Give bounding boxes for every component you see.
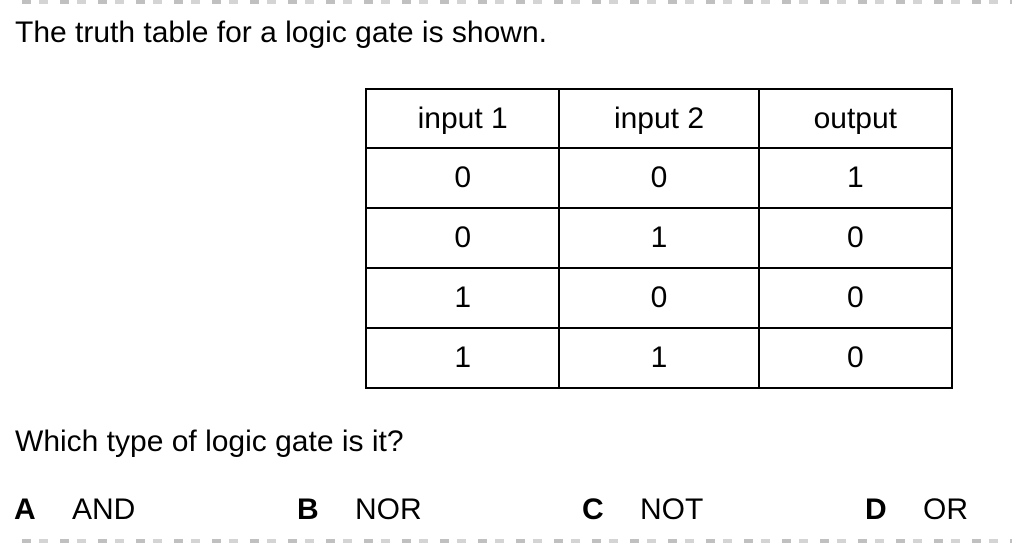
question-prompt-text: Which type of logic gate is it? <box>15 425 404 458</box>
truth-table-header-input1: input 1 <box>364 88 561 149</box>
option-b-label: NOR <box>355 493 422 526</box>
option-d-letter: D <box>865 493 887 526</box>
table-cell: 0 <box>558 147 760 209</box>
option-a-label: AND <box>72 493 136 526</box>
table-cell: 0 <box>558 267 760 329</box>
table-cell: 1 <box>364 327 561 389</box>
table-row: 1 1 0 <box>364 327 954 389</box>
table-row: 0 1 0 <box>364 207 954 269</box>
option-b: B NOR <box>297 493 422 527</box>
table-cell: 1 <box>757 147 954 209</box>
table-cell: 0 <box>364 147 561 209</box>
table-cell: 1 <box>558 207 760 269</box>
table-cell: 1 <box>364 267 561 329</box>
cropped-text-remnant-bottom <box>22 539 1012 543</box>
truth-table-header-output: output <box>757 88 954 149</box>
table-cell: 0 <box>757 207 954 269</box>
truth-table-header-input2: input 2 <box>558 88 760 149</box>
table-row: 0 0 1 <box>364 147 954 209</box>
option-d: D OR <box>865 493 968 527</box>
option-c: C NOT <box>582 493 703 527</box>
option-c-label: NOT <box>640 493 704 526</box>
question-intro-text: The truth table for a logic gate is show… <box>15 16 547 49</box>
table-cell: 0 <box>364 207 561 269</box>
option-d-label: OR <box>923 493 968 526</box>
table-cell: 1 <box>558 327 760 389</box>
option-c-letter: C <box>582 493 604 526</box>
table-cell: 0 <box>757 327 954 389</box>
cropped-text-remnant-top <box>22 0 1012 4</box>
truth-table-header-row: input 1 input 2 output <box>364 88 954 149</box>
option-b-letter: B <box>297 493 319 526</box>
truth-table: input 1 input 2 output 0 0 1 0 1 0 1 0 0… <box>364 88 954 389</box>
table-row: 1 0 0 <box>364 267 954 329</box>
option-a: A AND <box>14 493 135 527</box>
table-cell: 0 <box>757 267 954 329</box>
option-a-letter: A <box>14 493 36 526</box>
